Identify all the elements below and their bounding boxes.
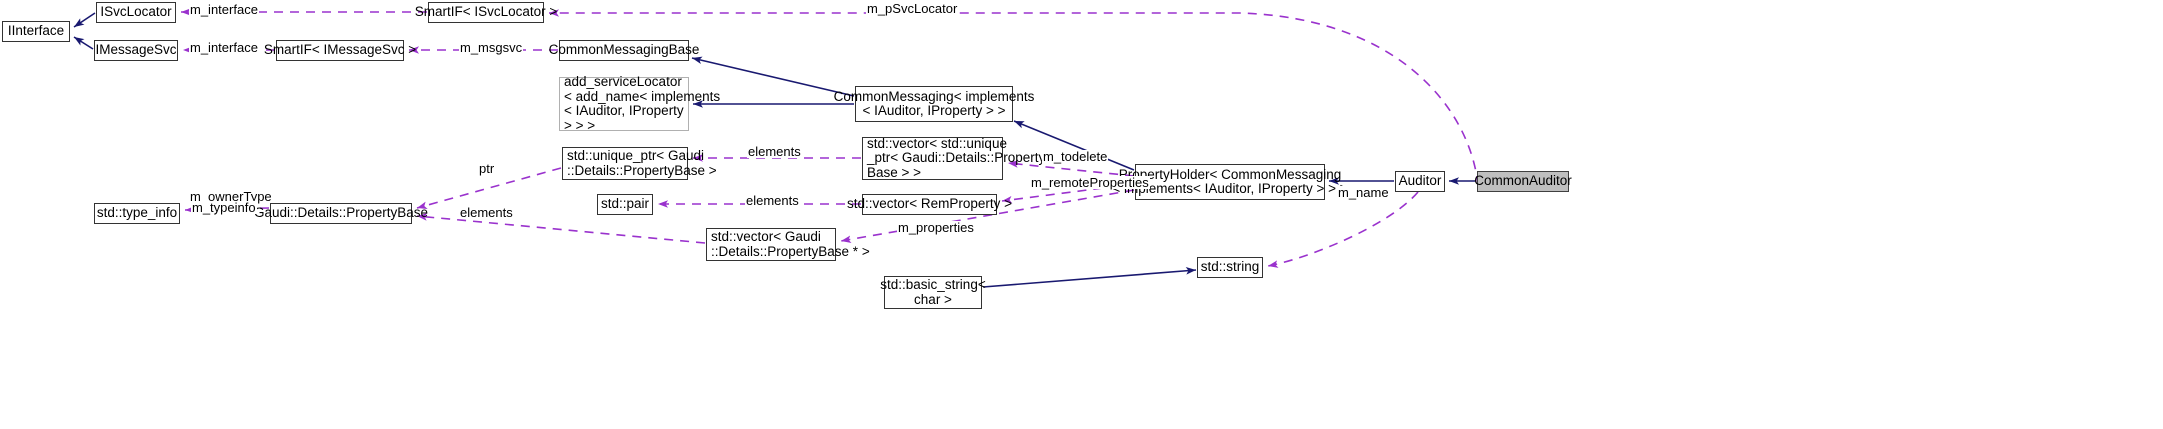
class-node-isvclocator[interactable]: ISvcLocator [96,2,176,23]
edge-basicstring-to-stdstring [982,267,1197,288]
edge-label-m_remoteproperties: m_remoteProperties [1030,175,1150,190]
class-node-smartif-isvclocator[interactable]: SmartIF< ISvcLocator > [415,2,557,23]
edge-label-ptr: ptr [478,161,496,176]
edge-label-m_todelete: m_todelete [1042,149,1109,164]
class-node-vector-unique-ptr[interactable]: std::vector< std::unique _ptr< Gaudi::De… [862,136,1045,180]
class-node-add-servicelocator[interactable]: add_serviceLocator < add_name< implement… [559,74,720,132]
edge-label-m_name: m_name [1337,185,1390,200]
edge-label-m_owner_type: m_ownerType [189,189,273,204]
class-node-basic-string-char[interactable]: std::basic_string< char > [880,276,986,309]
edge-label-m_interface_bottom: m_interface [189,40,259,55]
edge-label-m_psvclocator: m_pSvcLocator [866,1,959,16]
edge-label-elements_3: elements [459,205,514,220]
edge-label-m_typeinfo: m_typeinfo [191,200,257,215]
class-node-unique-ptr-propbase[interactable]: std::unique_ptr< Gaudi ::Details::Proper… [562,147,717,180]
class-node-type-info[interactable]: std::type_info [94,203,180,224]
class-node-iinterface[interactable]: IInterface [2,21,70,42]
edge-label-m_msgsvc: m_msgsvc [459,40,524,55]
class-node-commonmessaging[interactable]: CommonMessaging< implements < IAuditor, … [834,86,1034,122]
class-node-propertyholder[interactable]: PropertyHolder< CommonMessaging < implem… [1112,164,1348,200]
class-node-auditor[interactable]: Auditor [1395,171,1445,192]
edge-imessagesvc-to-iinterface [73,36,94,50]
edge-label-elements_1: elements [747,144,802,159]
edge-elements-3 [416,213,706,244]
class-node-commonauditor[interactable]: CommonAuditor [1474,171,1572,192]
class-node-vector-propbase-ptr[interactable]: std::vector< Gaudi ::Details::PropertyBa… [706,228,870,261]
class-node-smartif-imessagesvc[interactable]: SmartIF< IMessageSvc > [264,40,416,61]
class-node-std-pair[interactable]: std::pair [597,194,653,215]
edge-isvclocator-to-iinterface [73,12,96,28]
class-node-propertybase[interactable]: Gaudi::Details::PropertyBase [254,203,428,224]
edge-m-name [1267,191,1419,268]
edge-label-elements_2: elements [745,193,800,208]
class-node-commonmessagingbase[interactable]: CommonMessagingBase [549,40,699,61]
edge-label-m_properties: m_properties [897,220,975,235]
edge-label-m_interface_top: m_interface [189,2,259,17]
class-node-vector-remproperty[interactable]: std::vector< RemProperty > [847,194,1012,215]
class-node-imessagesvc[interactable]: IMessageSvc [94,40,178,61]
class-node-std-string[interactable]: std::string [1197,257,1263,278]
